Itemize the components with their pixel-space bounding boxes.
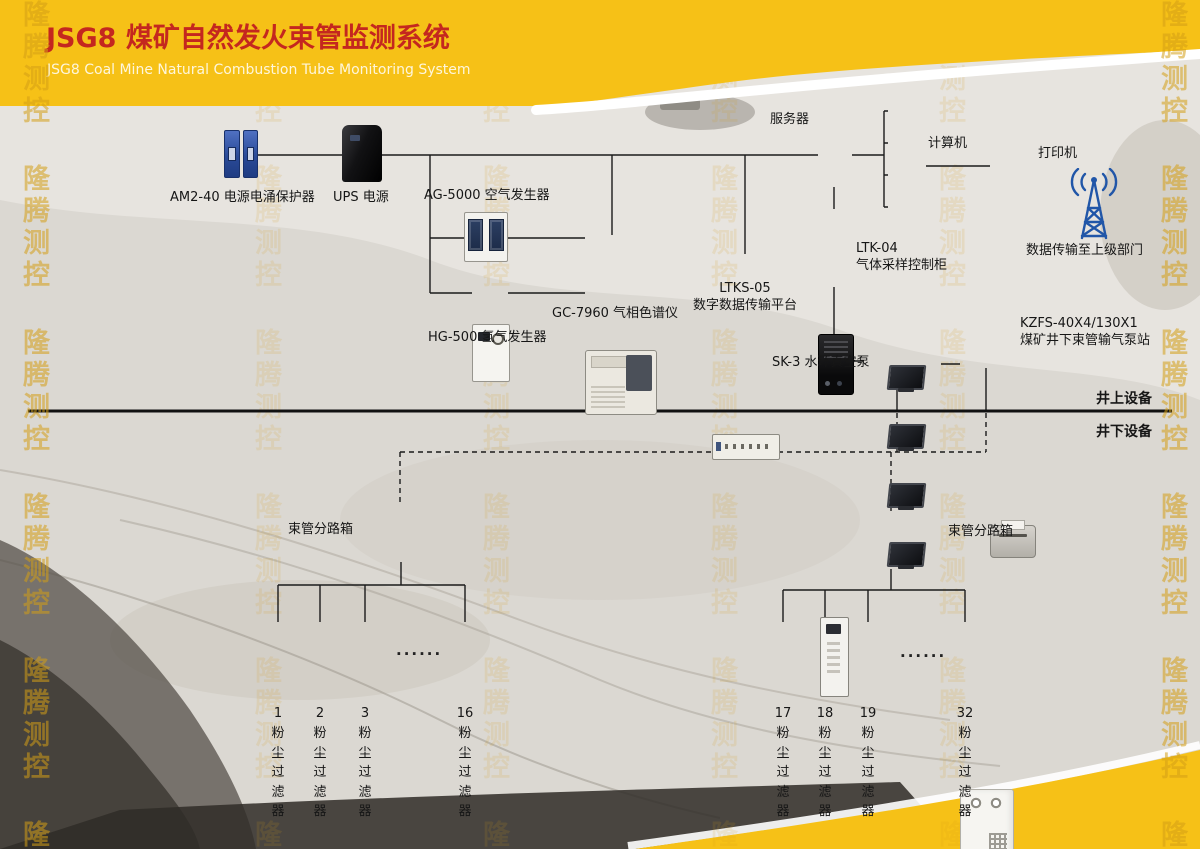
filters-ellipsis: ...... — [396, 641, 443, 659]
filter-label: 粉尘过滤器 — [313, 726, 327, 819]
surge-protector-device — [224, 130, 258, 178]
label-printer: 打印机 — [1038, 146, 1078, 161]
filter-label: 粉尘过滤器 — [958, 726, 972, 819]
label-pump-station: KZFS-40X4/130X1 煤矿井下束管输气泵站 — [1020, 316, 1151, 348]
pump-station-device — [960, 789, 1014, 849]
hydrogen-generator-device — [472, 324, 510, 382]
label-gas-chromatograph: GC-7960 气相色谱仪 — [552, 306, 679, 321]
label-branch-box-right: 束管分路箱 — [948, 524, 1014, 539]
air-generator-device — [464, 212, 508, 262]
filter-label: 粉尘过滤器 — [776, 726, 790, 819]
filter-number: 16 — [456, 706, 474, 721]
label-surface-equipment: 井上设备 — [1096, 391, 1152, 407]
filter-label: 粉尘过滤器 — [271, 726, 285, 819]
filter-label: 粉尘过滤器 — [458, 726, 472, 819]
label-ups: UPS 电源 — [333, 190, 389, 205]
label-vacuum-pump: SK-3 水环真空泵 — [772, 355, 870, 370]
computer-monitor — [886, 542, 927, 569]
label-computer: 计算机 — [928, 136, 968, 151]
label-air-generator: AG-5000 空气发生器 — [424, 188, 550, 203]
computer-monitor — [886, 365, 927, 392]
antenna-icon — [1070, 168, 1118, 240]
server-device — [818, 334, 854, 395]
label-hydrogen-generator: HG-500 氢气发生器 — [428, 330, 547, 345]
gas-sampling-cabinet-device — [820, 617, 849, 697]
filter-number: 1 — [273, 706, 283, 721]
watermark-column: 隆腾测控 隆腾测控 隆腾测控 隆腾测控 隆腾测控 隆腾测控 隆腾测控 隆腾测控 — [250, 0, 281, 849]
ups-device — [342, 125, 382, 182]
label-transmission-platform: LTKS-05 数字数据传输平台 — [692, 281, 797, 313]
filter-number: 19 — [859, 706, 877, 721]
filter-number: 32 — [956, 706, 974, 721]
filter-number: 17 — [774, 706, 792, 721]
printer-device — [990, 520, 1036, 558]
watermark-column: 隆腾测控 隆腾测控 隆腾测控 隆腾测控 隆腾测控 隆腾测控 隆腾测控 隆腾测控 — [1156, 0, 1187, 849]
filter-number: 18 — [816, 706, 834, 721]
filter-label: 粉尘过滤器 — [358, 726, 372, 819]
watermark-column: 隆腾测控 隆腾测控 隆腾测控 隆腾测控 隆腾测控 隆腾测控 隆腾测控 隆腾测控 — [18, 0, 49, 849]
label-sampling-cabinet: LTK-04 气体采样控制柜 — [856, 241, 948, 273]
data-transmission-platform-device — [712, 434, 780, 460]
page-title: JSG8 煤矿自然发火束管监测系统 — [46, 23, 450, 54]
label-branch-box-left: 束管分路箱 — [288, 522, 354, 537]
filter-label: 粉尘过滤器 — [818, 726, 832, 819]
computer-monitor — [886, 483, 927, 510]
watermark-column: 隆腾测控 隆腾测控 隆腾测控 隆腾测控 隆腾测控 隆腾测控 隆腾测控 隆腾测控 — [934, 0, 965, 849]
computer-monitor — [886, 424, 927, 451]
watermark-column: 隆腾测控 隆腾测控 隆腾测控 隆腾测控 隆腾测控 隆腾测控 隆腾测控 隆腾测控 — [478, 0, 509, 849]
label-server: 服务器 — [770, 112, 810, 127]
label-uplink: 数据传输至上级部门 — [1026, 243, 1144, 258]
label-underground-equipment: 井下设备 — [1096, 424, 1152, 440]
label-surge-protector: AM2-40 电源电涌保护器 — [170, 190, 315, 205]
filter-number: 3 — [360, 706, 370, 721]
filter-label: 粉尘过滤器 — [861, 726, 875, 819]
filters-ellipsis: ...... — [900, 643, 947, 661]
filter-number: 2 — [315, 706, 325, 721]
watermark-column: 隆腾测控 隆腾测控 隆腾测控 隆腾测控 隆腾测控 隆腾测控 隆腾测控 隆腾测控 — [706, 0, 737, 849]
page-subtitle: JSG8 Coal Mine Natural Combustion Tube M… — [47, 62, 471, 78]
gas-chromatograph-device — [585, 350, 657, 415]
